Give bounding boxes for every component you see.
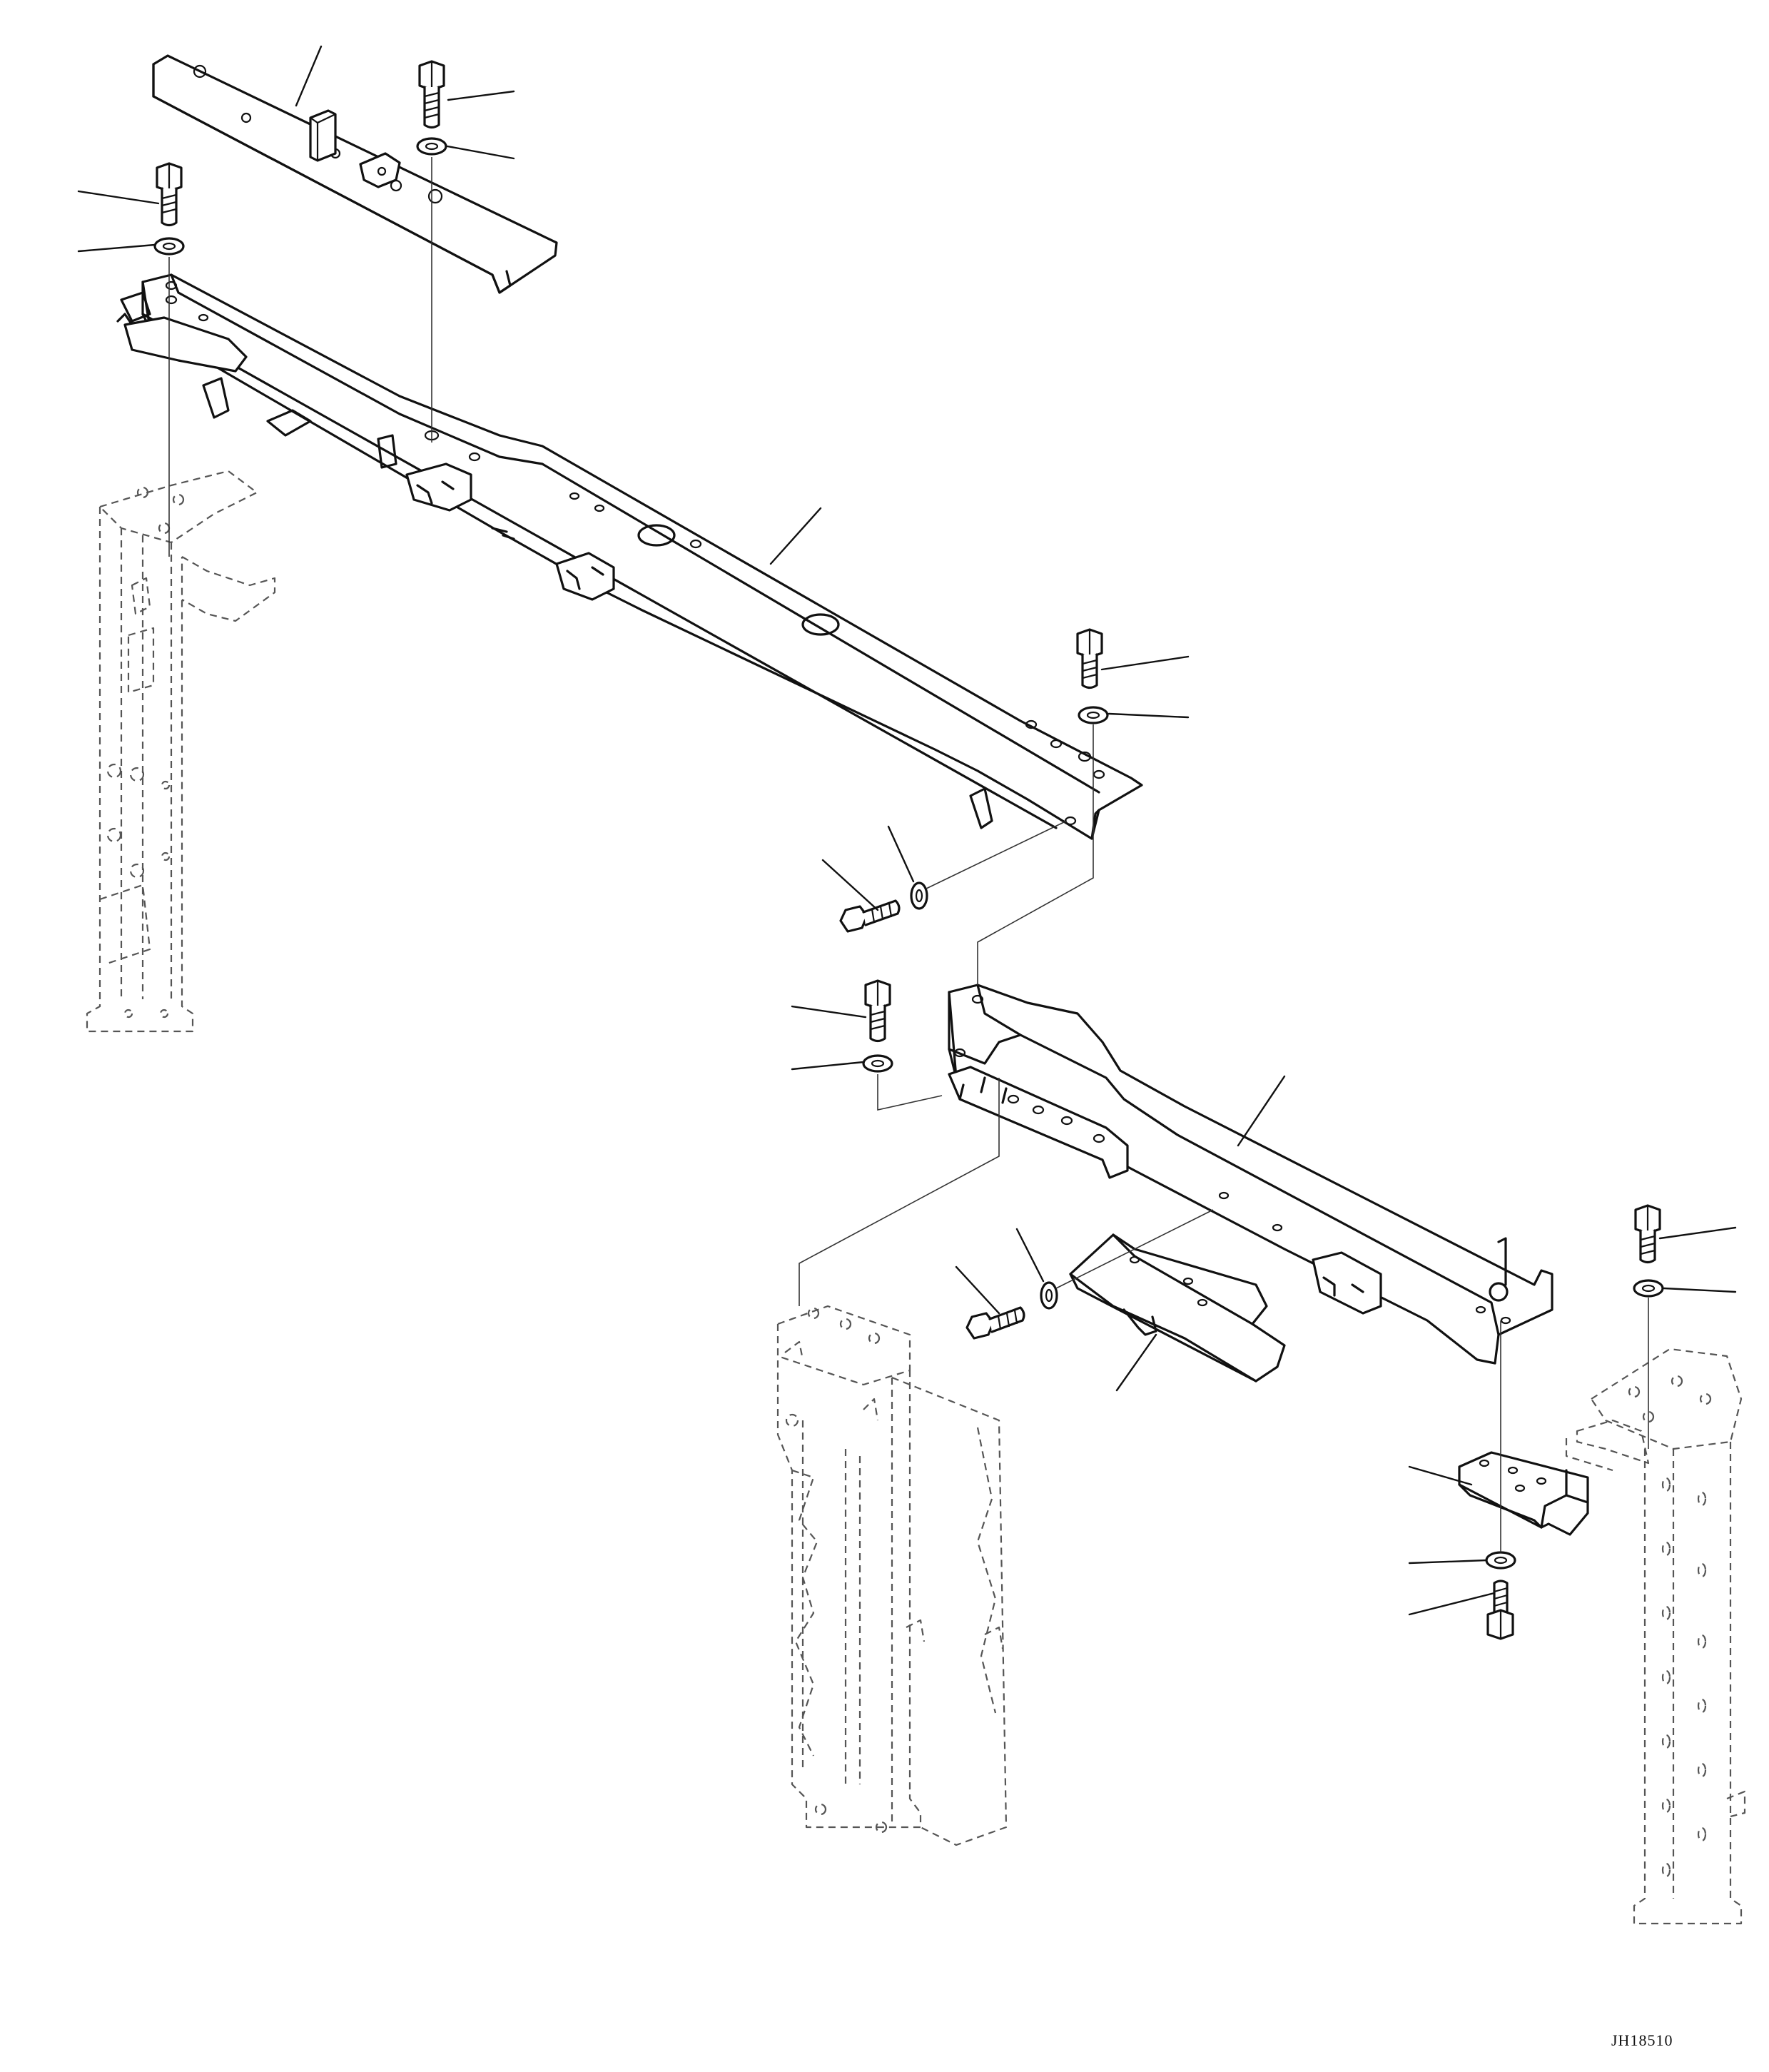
bolt-horizontal-lower — [965, 1306, 1025, 1340]
support-bracket — [1069, 1233, 1286, 1383]
leader-bolt-horizontal-mid — [821, 859, 879, 911]
leader-support-bracket — [1115, 1333, 1157, 1392]
assembly-lines — [168, 157, 1649, 1552]
callout-leaders — [77, 45, 1737, 1616]
leader-upper-bracket — [295, 45, 323, 107]
washer-right-upper — [1078, 706, 1109, 724]
left-pillar — [86, 470, 276, 1033]
leader-bolt-right-far — [1658, 1226, 1737, 1240]
right-pillar — [1565, 1348, 1746, 1925]
washer-top-center — [416, 137, 447, 156]
drawing-code: JH18510 — [1611, 2031, 1673, 2049]
bolt-right-upper — [1076, 628, 1103, 689]
leader-lower-crossmember — [1237, 1075, 1286, 1147]
bolt-right-far — [1634, 1204, 1661, 1264]
bolt-under-bracket — [1486, 1580, 1514, 1640]
bolt-top-left — [156, 162, 183, 227]
washer-horizontal-mid — [910, 881, 928, 910]
washer-horizontal-lower — [1040, 1281, 1058, 1310]
washer-right-far — [1633, 1279, 1664, 1298]
leader-bolt-top-center — [447, 90, 515, 101]
washer-under-bracket — [1485, 1551, 1516, 1570]
bolt-lower-left — [864, 979, 891, 1043]
upper-bracket — [152, 54, 558, 294]
mount-bracket — [1458, 1451, 1589, 1536]
leader-bolt-under-bracket — [1408, 1592, 1496, 1616]
leader-washer-lower-left — [791, 1061, 865, 1071]
leader-bolt-top-left — [77, 190, 160, 205]
leader-washer-top-left — [77, 243, 156, 253]
leader-mount-bracket — [1408, 1465, 1473, 1486]
leader-washer-horizontal-lower — [1015, 1228, 1045, 1283]
leader-washer-top-center — [446, 145, 515, 160]
leader-main-crossmember — [769, 507, 822, 565]
bolt-horizontal-mid — [839, 899, 901, 933]
leader-bolt-right-upper — [1100, 655, 1190, 671]
leader-bolt-horizontal-lower — [955, 1265, 1000, 1315]
bolt-top-center — [418, 60, 445, 129]
washer-lower-left — [862, 1054, 893, 1073]
leader-washer-horizontal-mid — [887, 825, 915, 883]
leader-bolt-lower-left — [791, 1005, 867, 1019]
washer-top-left — [153, 237, 185, 256]
lower-crossmember — [948, 984, 1553, 1365]
center-pillar — [776, 1305, 1008, 1846]
main-crossmember — [116, 273, 1143, 840]
leader-washer-under-bracket — [1408, 1559, 1488, 1565]
leader-washer-right-far — [1663, 1287, 1737, 1293]
leader-washer-right-upper — [1107, 712, 1190, 719]
